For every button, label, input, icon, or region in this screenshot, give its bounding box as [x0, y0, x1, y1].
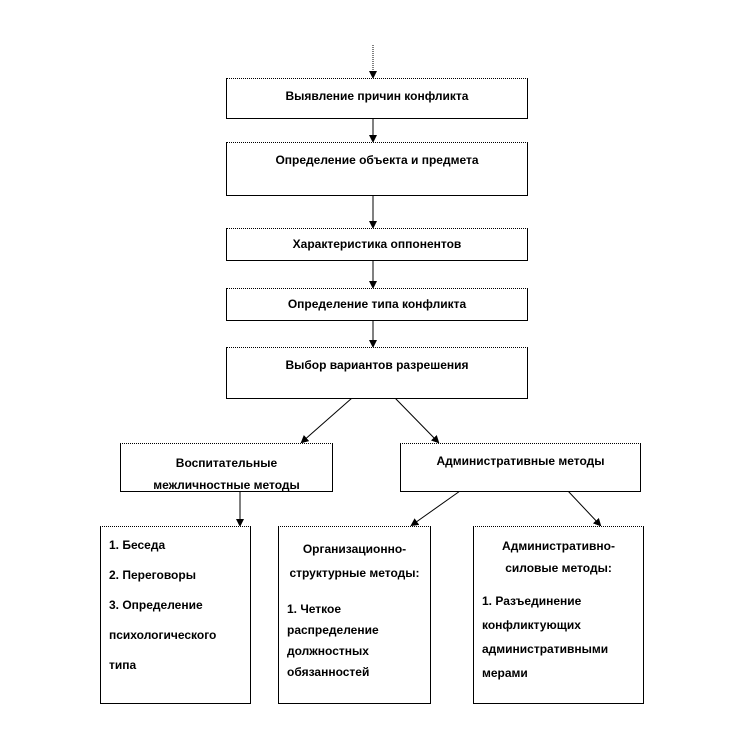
list-item: 1. Беседа [109, 538, 166, 552]
list-item: 3. Определение [109, 598, 203, 612]
arrow-admin-force [567, 490, 602, 527]
leaf-title: Административно- [502, 539, 615, 553]
list-item: психологического [109, 628, 217, 642]
list-item: 1. Разъединение [482, 594, 582, 608]
step-define-object: Определение объекта и предмета [226, 142, 528, 196]
leaf-title: силовые методы: [505, 561, 612, 575]
step-label: Выбор вариантов разрешения [285, 358, 469, 372]
arrow-admin-org [410, 490, 461, 527]
branch-label: Административные методы [436, 454, 605, 468]
branch-educational: Воспитательные межличностные методы [120, 443, 333, 492]
list-item: 1. Четкое [287, 602, 342, 616]
step-identify-causes: Выявление причин конфликта [226, 78, 528, 119]
step-conflict-type: Определение типа конфликта [226, 288, 528, 321]
branch-administrative: Административные методы [400, 443, 641, 492]
list-item: обязанностей [287, 665, 370, 679]
step-opponents: Характеристика оппонентов [226, 228, 528, 261]
step-label: Определение объекта и предмета [275, 153, 479, 167]
arrow-5-administrative [394, 397, 440, 444]
step-label: Определение типа конфликта [287, 297, 467, 311]
list-item: конфликтующих [482, 618, 581, 632]
branch-label: Воспитательные [175, 456, 278, 470]
list-item: 2. Переговоры [109, 568, 196, 582]
step-resolution-options: Выбор вариантов разрешения [226, 347, 528, 399]
leaf-org-structural: Организационно- структурные методы: 1. Ч… [278, 526, 431, 704]
list-item: мерами [482, 666, 528, 680]
leaf-admin-force: Административно- силовые методы: 1. Разъ… [473, 526, 644, 704]
step-label: Выявление причин конфликта [285, 89, 469, 103]
branch-label: межличностные методы [153, 478, 300, 492]
step-label: Характеристика оппонентов [292, 237, 462, 251]
leaf-title: структурные методы: [289, 566, 420, 580]
list-item: административными [482, 642, 609, 656]
arrow-5-educational [300, 397, 353, 444]
list-item: должностных [287, 644, 369, 658]
leaf-title: Организационно- [302, 542, 407, 556]
list-item: типа [109, 658, 137, 672]
leaf-educational-methods: 1. Беседа 2. Переговоры 3. Определение п… [100, 526, 251, 704]
list-item: распределение [287, 623, 379, 637]
